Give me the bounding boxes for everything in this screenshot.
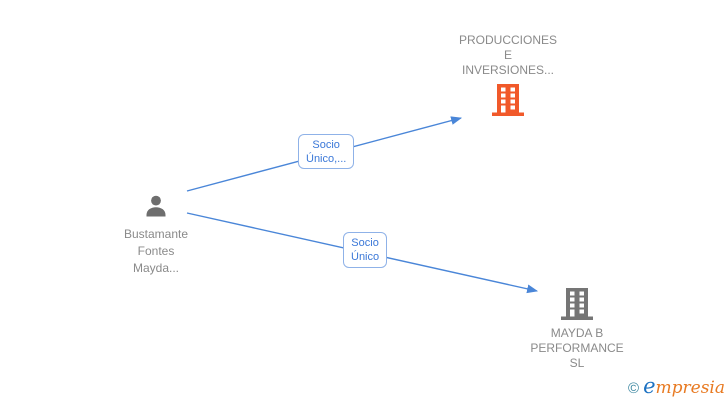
person-icon — [146, 195, 166, 217]
person-name-line: Mayda... — [132, 261, 180, 275]
edge-label-line: Único,... — [306, 152, 347, 165]
edge-label-socio-unico-bottom: Socio Único — [343, 232, 388, 268]
company-top-name-line: INVERSIONES... — [461, 63, 555, 77]
company-top-node[interactable] — [490, 82, 526, 118]
company-bottom-name-line: SL — [569, 356, 585, 370]
person-node[interactable] — [143, 193, 169, 220]
company-bottom-node[interactable] — [559, 286, 595, 322]
company-bottom-label: MAYDA B PERFORMANCE SL — [487, 326, 667, 371]
copyright-icon: © — [628, 380, 640, 397]
company-top-name-line: PRODUCCIONES — [458, 33, 557, 47]
building-icon — [492, 84, 524, 116]
company-bottom-name-line: MAYDA B — [550, 326, 604, 340]
company-top-label: PRODUCCIONES E INVERSIONES... — [418, 33, 598, 78]
building-icon — [561, 288, 593, 320]
empresia-watermark-link[interactable]: © e mpresia — [628, 374, 725, 398]
edge-label-socio-unico-top: Socio Único,... — [298, 134, 355, 169]
empresia-logo-text: mpresia — [655, 378, 726, 398]
edge-label-line: Único — [351, 251, 380, 263]
company-top-name-line: E — [503, 48, 512, 62]
company-bottom-name-line: PERFORMANCE — [530, 341, 624, 355]
empresia-logo-e: e — [643, 374, 656, 398]
edge-label-line: Socio — [312, 138, 340, 151]
person-name-line: Fontes — [137, 244, 175, 258]
person-node-label: Bustamante Fontes Mayda... — [86, 226, 226, 277]
person-name-line: Bustamante — [123, 227, 189, 241]
edge-label-line: Socio — [351, 237, 379, 249]
